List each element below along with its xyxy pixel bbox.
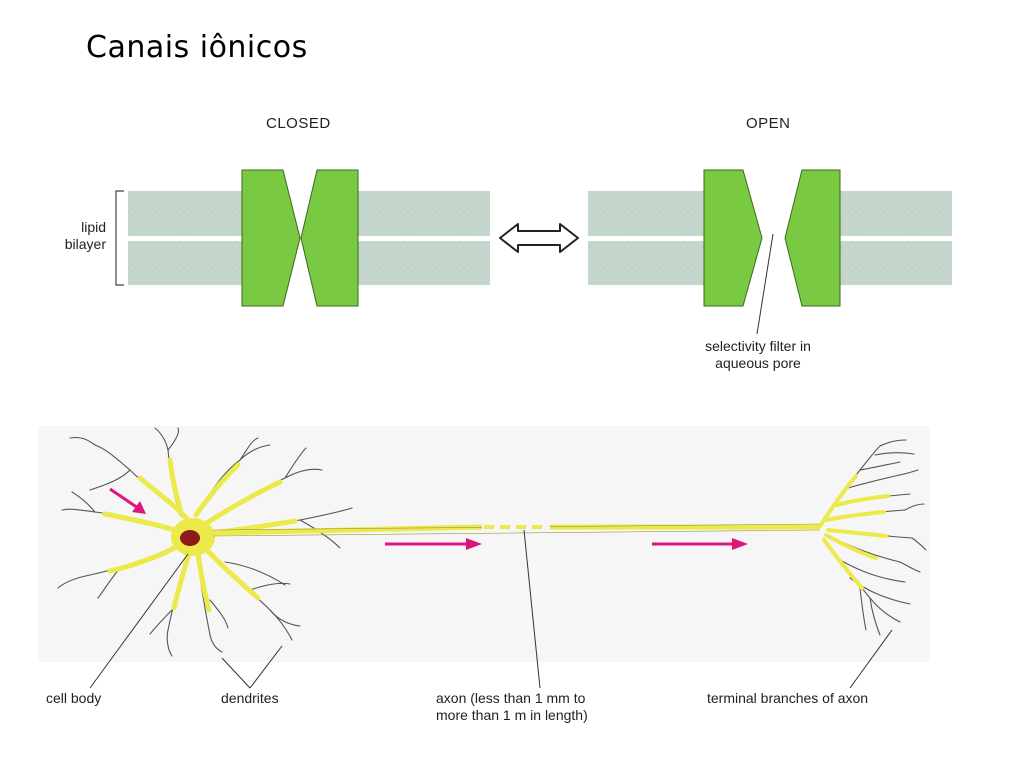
closed-label: CLOSED xyxy=(266,115,331,132)
open-label: OPEN xyxy=(746,115,791,132)
axon-label: axon (less than 1 mm to more than 1 m in… xyxy=(436,690,588,723)
membrane-lower-left xyxy=(128,241,244,285)
channel-subunit-left xyxy=(241,169,301,307)
signal-arrow-axon-1 xyxy=(385,538,482,550)
terminal-branches-label: terminal branches of axon xyxy=(707,690,869,706)
cell-body-label: cell body xyxy=(46,690,102,706)
membrane-lower-right xyxy=(840,241,952,285)
nucleus xyxy=(180,530,200,546)
selectivity-filter-label: selectivity filter in aqueous pore xyxy=(705,338,811,371)
leader-lines xyxy=(89,529,893,689)
signal-arrow-axon-2 xyxy=(652,538,748,550)
membrane-lower-right xyxy=(358,241,490,285)
open-channel xyxy=(588,169,952,335)
neuron xyxy=(57,427,927,689)
membrane-lower-left xyxy=(588,241,706,285)
channel-subunit-right xyxy=(300,169,359,307)
signal-arrow-dendrite xyxy=(109,487,146,514)
terminal-branches-yellow xyxy=(818,474,890,590)
filter-pointer-line xyxy=(756,233,774,335)
closed-channel xyxy=(128,169,490,307)
membrane-upper-left xyxy=(128,191,244,236)
channel-subunit-left xyxy=(703,169,763,307)
slide-title: Canais iônicos xyxy=(86,30,308,65)
double-arrow-icon xyxy=(499,223,579,253)
bilayer-bracket xyxy=(115,190,124,286)
membrane-upper-right xyxy=(840,191,952,236)
channel-subunit-right xyxy=(784,169,841,307)
membrane-upper-right xyxy=(358,191,490,236)
dendrite-trunks xyxy=(102,457,298,613)
lipid-bilayer-label: lipid bilayer xyxy=(64,219,106,252)
axon xyxy=(212,524,820,536)
membrane-upper-left xyxy=(588,191,706,236)
dendrites-label: dendrites xyxy=(221,690,279,706)
